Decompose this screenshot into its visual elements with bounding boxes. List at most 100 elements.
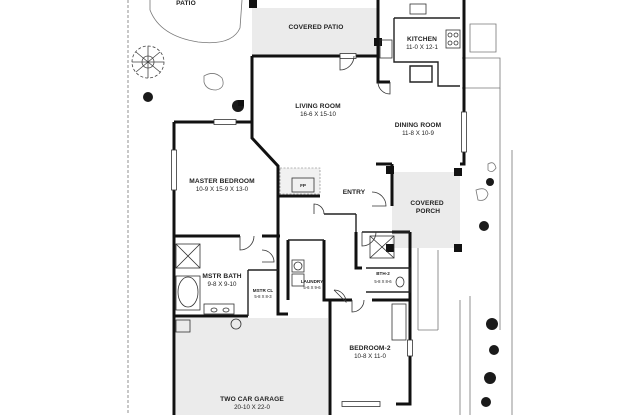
vanity <box>203 303 235 315</box>
burner <box>447 32 453 38</box>
shrub <box>481 397 491 407</box>
room-label-fireplace: FP <box>300 183 306 188</box>
room-label-covered-porch: COVERED PORCH <box>410 200 445 215</box>
room-label-entry: ENTRY <box>343 189 366 196</box>
covered-patio-shade <box>252 8 378 56</box>
shrub <box>489 345 499 355</box>
door-swing <box>371 191 387 207</box>
column <box>454 168 462 176</box>
tub <box>177 276 199 308</box>
sink <box>222 307 230 313</box>
stone-2 <box>475 188 489 201</box>
room-label-laundry: LAUNDRY <box>301 279 323 284</box>
shrub <box>479 221 489 231</box>
columns <box>238 0 462 252</box>
window <box>461 111 467 153</box>
water-heater <box>230 318 242 330</box>
door-swing <box>351 299 365 313</box>
window <box>341 401 381 407</box>
room-label-master-bedroom: MASTER BEDROOM <box>189 178 255 185</box>
shrub <box>143 92 153 102</box>
shower <box>175 243 201 269</box>
door-swing <box>339 55 355 71</box>
wall-hall-entry <box>324 213 357 232</box>
bth2-shower <box>369 235 395 259</box>
door-swing <box>377 81 391 95</box>
porch-walk <box>417 248 439 331</box>
column <box>454 244 462 252</box>
window <box>213 119 237 125</box>
room-dims-laundry: 5-6 X 9-6 <box>303 285 321 290</box>
ornamental-tree <box>131 45 165 79</box>
bth2-shower-x <box>369 235 395 259</box>
wall-laundry-east <box>322 240 330 302</box>
room-label-mstr-closet: MSTR CL <box>253 288 274 293</box>
burner <box>447 40 453 46</box>
bedroom2-closet <box>391 303 407 341</box>
room-label-dining-room: DINING ROOM <box>395 122 442 129</box>
column <box>238 100 244 106</box>
wall-bath-west <box>172 262 248 318</box>
wall-closet-mid <box>247 269 278 316</box>
garage-shade <box>176 318 328 415</box>
stove <box>445 29 461 49</box>
door-swing <box>313 203 325 215</box>
room-label-covered-patio: COVERED PATIO <box>289 24 344 31</box>
wall-living-west <box>250 56 280 214</box>
room-dims-bth-2: 5-8 X 8-6 <box>374 279 392 284</box>
wall-closet-east <box>276 214 288 316</box>
doors <box>239 55 391 313</box>
drive-line <box>459 296 471 415</box>
door-swing <box>333 289 347 303</box>
room-label-garage: TWO CAR GARAGE <box>220 396 284 403</box>
column <box>374 38 382 46</box>
dryer <box>291 273 305 287</box>
column <box>386 166 394 174</box>
room-label-bedroom-2: BEDROOM-2 <box>349 345 390 352</box>
shrub <box>484 372 496 384</box>
walls <box>172 0 466 415</box>
fixtures <box>175 3 461 341</box>
burner <box>453 40 459 46</box>
shrubs <box>143 92 499 407</box>
column <box>386 244 394 252</box>
tub-surround <box>175 275 201 311</box>
toilet <box>395 276 405 288</box>
room-label-kitchen: KITCHEN <box>407 36 437 43</box>
windows <box>171 53 467 407</box>
rear-ledge <box>462 57 501 89</box>
shrub <box>486 178 494 186</box>
room-dims-mstr-bath: 9-8 X 9-10 <box>208 281 237 288</box>
window <box>407 339 413 357</box>
wall-kitchen-island <box>409 65 433 83</box>
wall-kitchen-west <box>376 0 390 84</box>
shaded-areas <box>176 8 460 415</box>
wall-kitchen-counter <box>393 18 460 87</box>
covered-porch-shade <box>392 172 460 248</box>
room-dims-mstr-closet: 5-8 X 8-3 <box>254 294 272 299</box>
room-label-living-room: LIVING ROOM <box>295 103 341 110</box>
washer <box>291 259 305 273</box>
room-label-mstr-bath: MSTR BATH <box>202 273 241 280</box>
room-dims-kitchen: 11-0 X 12-1 <box>406 44 438 51</box>
sink <box>210 307 218 313</box>
door-swing <box>261 249 275 263</box>
column <box>249 0 257 8</box>
shrub <box>486 318 498 330</box>
burner <box>453 32 459 38</box>
planter-box <box>469 23 497 53</box>
room-dims-living-room: 16-6 X 15-10 <box>300 111 336 118</box>
shower-x <box>175 243 201 269</box>
garage-water-heater <box>175 319 191 333</box>
window <box>171 149 177 191</box>
interior-walls <box>247 17 460 316</box>
wall-bedroom2-east <box>396 300 412 406</box>
room-dims-bedroom-2: 10-8 X 11-0 <box>354 353 386 360</box>
landscape-lines <box>127 0 513 415</box>
fridge <box>379 39 393 59</box>
room-dims-garage: 20-10 X 22-0 <box>234 404 270 411</box>
door-swing <box>239 235 255 251</box>
tree-branches <box>132 46 164 78</box>
fireplace-hearth <box>279 167 321 195</box>
